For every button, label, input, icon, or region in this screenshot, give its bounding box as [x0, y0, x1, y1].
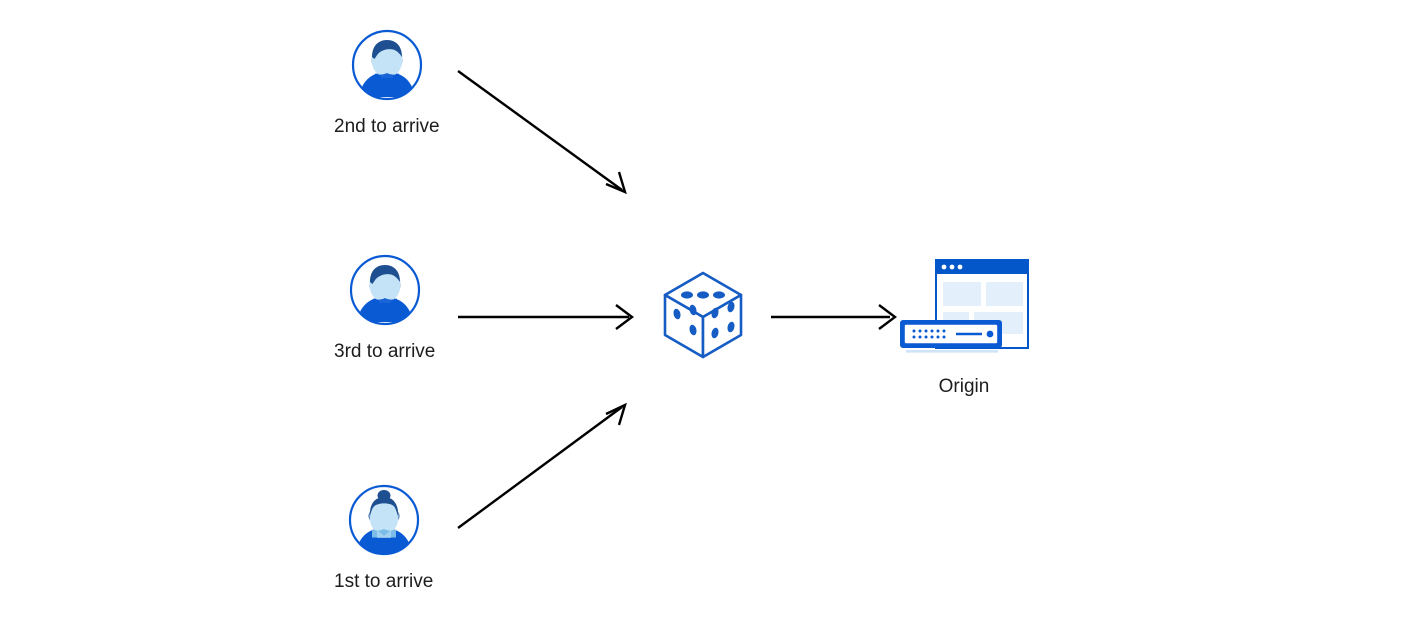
- user-avatar-female-icon: [347, 483, 421, 557]
- node-origin-label: Origin: [938, 376, 990, 397]
- node-visitor-2nd-label: 2nd to arrive: [334, 116, 440, 137]
- node-visitor-1st-label: 1st to arrive: [334, 571, 434, 592]
- dice-icon: [655, 265, 751, 365]
- node-visitor-3rd[interactable]: 3rd to arrive: [334, 253, 435, 364]
- arrow-visitor-bottom-to-dice-head: [605, 402, 627, 426]
- arrow-visitor-top-to-dice-head: [605, 171, 627, 195]
- arrow-visitor-top-to-dice-line: [457, 70, 623, 191]
- node-visitor-3rd-label: 3rd to arrive: [334, 341, 436, 362]
- arrow-visitor-middle-to-dice-head: [615, 304, 634, 330]
- node-origin[interactable]: Origin: [898, 258, 1030, 399]
- user-avatar-icon: [350, 28, 424, 102]
- arrow-visitor-bottom-to-dice-line: [457, 406, 623, 529]
- arrow-dice-to-origin-head: [878, 304, 897, 330]
- user-avatar-icon: [348, 253, 422, 327]
- origin-server-icon: [898, 258, 1030, 358]
- router-device-icon: [900, 320, 1002, 353]
- node-visitor-2nd[interactable]: 2nd to arrive: [334, 28, 440, 139]
- node-randomizer[interactable]: [655, 265, 751, 365]
- node-visitor-1st[interactable]: 1st to arrive: [334, 483, 433, 594]
